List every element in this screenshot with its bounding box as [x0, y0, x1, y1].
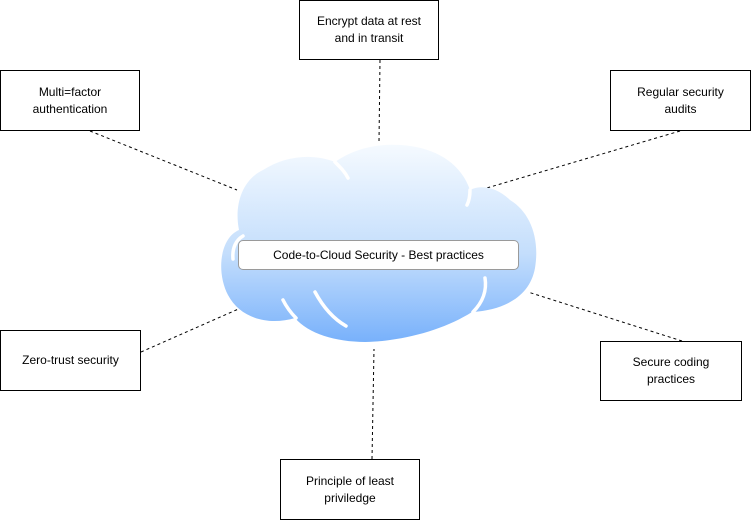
practice-label-mfa: Multi=factor authentication	[32, 84, 108, 116]
practice-label-audits: Regular security audits	[637, 84, 724, 116]
central-topic-label: Code-to-Cloud Security - Best practices	[238, 240, 519, 270]
practice-box-secure-coding: Secure coding practices	[600, 341, 742, 401]
connector-mfa	[89, 130, 238, 191]
connector-encrypt	[378, 59, 381, 143]
practice-label-secure-coding: Secure coding practices	[632, 355, 710, 386]
practice-label-least-privilege: Principle of least priviledge	[305, 473, 395, 505]
practice-box-zero-trust: Zero-trust security	[0, 330, 141, 391]
connector-audits	[479, 130, 681, 191]
connector-secure-coding	[527, 291, 683, 342]
practice-label-encrypt: Encrypt data at rest and in transit	[316, 14, 422, 45]
practice-label-zero-trust: Zero-trust security	[22, 353, 119, 367]
practice-box-audits: Regular security audits	[610, 70, 751, 131]
practice-box-mfa: Multi=factor authentication	[0, 70, 140, 131]
connector-least-privilege	[371, 348, 375, 460]
practice-box-least-privilege: Principle of least priviledge	[280, 459, 420, 520]
practice-box-encrypt: Encrypt data at rest and in transit	[299, 0, 439, 60]
central-topic-text: Code-to-Cloud Security - Best practices	[273, 248, 484, 262]
connector-zero-trust	[140, 306, 244, 353]
